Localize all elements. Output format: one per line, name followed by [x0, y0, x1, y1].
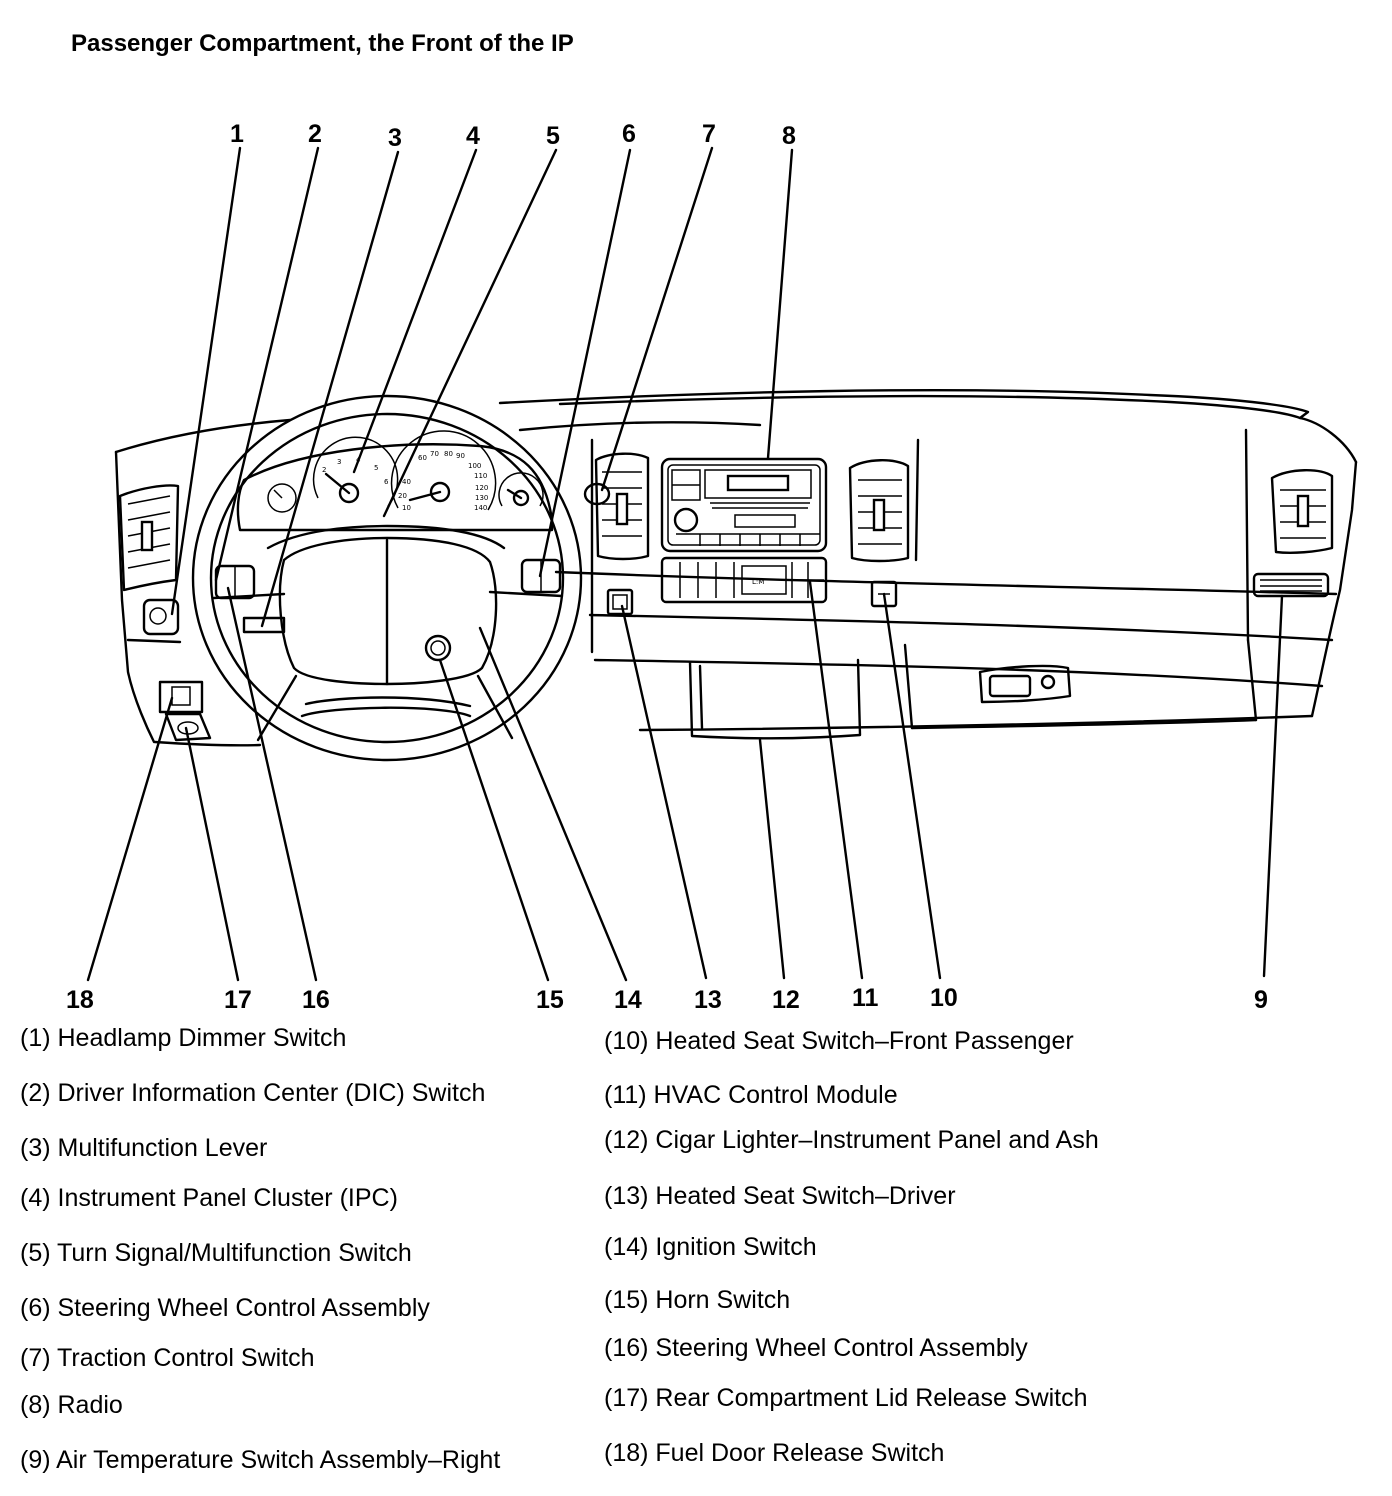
leader-lines — [86, 146, 1284, 982]
right-center-vent — [848, 459, 910, 563]
legend-item: (10) Heated Seat Switch–Front Passenger — [604, 1027, 1074, 1055]
tach-num: 2 — [322, 466, 326, 474]
legend-item: (8) Radio — [20, 1391, 123, 1419]
callout-number: 17 — [224, 986, 252, 1010]
speedo-num: 110 — [474, 472, 487, 480]
callout-number: 4 — [466, 122, 480, 150]
callout-number: 14 — [614, 986, 642, 1010]
heated-seat-switch-driver — [606, 588, 634, 616]
callout-number: 16 — [302, 986, 330, 1010]
callout-number: 3 — [388, 124, 402, 152]
instrument-cluster: 2 3 4 5 6 20 40 60 70 80 90 100 110 120 … — [236, 430, 554, 532]
callout-number: 6 — [622, 120, 636, 148]
legend-item: (4) Instrument Panel Cluster (IPC) — [20, 1184, 398, 1212]
air-temp-switch-right — [1252, 572, 1330, 598]
speedo-num: 70 — [430, 450, 439, 458]
hvac-module: L:M — [660, 556, 828, 604]
callout-number: 2 — [308, 120, 322, 148]
legend-item: (6) Steering Wheel Control Assembly — [20, 1294, 430, 1322]
speedo-num: 90 — [456, 452, 465, 460]
legend-item: (9) Air Temperature Switch Assembly–Righ… — [20, 1446, 501, 1474]
legend-item: (7) Traction Control Switch — [20, 1344, 315, 1372]
svg-text:L:M: L:M — [752, 578, 764, 586]
callout-number: 10 — [930, 984, 958, 1010]
fuel-door-release — [158, 680, 204, 714]
callout-number: 12 — [772, 986, 800, 1010]
headlamp-dimmer — [142, 598, 180, 636]
speedo-num: 120 — [475, 484, 488, 492]
legend-item: (13) Heated Seat Switch–Driver — [604, 1182, 956, 1210]
tach-num: 3 — [337, 458, 341, 466]
callout-number: 7 — [702, 120, 716, 148]
left-vent — [118, 484, 180, 592]
legend-item: (3) Multifunction Lever — [20, 1134, 268, 1162]
steering-wheel — [191, 394, 611, 762]
callout-number: 13 — [694, 986, 722, 1010]
legend-item: (17) Rear Compartment Lid Release Switch — [604, 1384, 1088, 1412]
legend-item: (12) Cigar Lighter–Instrument Panel and … — [604, 1126, 1099, 1154]
tach-num: 6 — [384, 478, 389, 486]
speedo-num: 60 — [418, 454, 427, 462]
speedo-num: 100 — [468, 462, 481, 470]
callout-number: 8 — [782, 122, 796, 150]
speedo-num: 130 — [475, 494, 488, 502]
legend-item: (2) Driver Information Center (DIC) Swit… — [20, 1079, 486, 1107]
callout-number: 15 — [536, 986, 564, 1010]
callout-number: 11 — [852, 984, 879, 1010]
speedo-num: 40 — [402, 478, 411, 486]
page-title: Passenger Compartment, the Front of the … — [71, 30, 574, 57]
left-center-vent — [594, 452, 650, 561]
legend-item: (18) Fuel Door Release Switch — [604, 1439, 945, 1467]
speedo-num: 20 — [398, 492, 407, 500]
legend-item: (11) HVAC Control Module — [604, 1081, 898, 1109]
radio-unit — [660, 457, 828, 553]
legend-item: (5) Turn Signal/Multifunction Switch — [20, 1239, 412, 1267]
dash-outline — [114, 388, 1358, 747]
legend-item: (1) Headlamp Dimmer Switch — [20, 1024, 347, 1052]
legend-item: (16) Steering Wheel Control Assembly — [604, 1334, 1028, 1362]
right-vent — [1270, 469, 1334, 554]
tach-num: 5 — [374, 464, 378, 472]
speedo-num: 10 — [402, 504, 411, 512]
callout-number: 1 — [230, 120, 244, 148]
legend-item: (14) Ignition Switch — [604, 1233, 817, 1261]
callout-number: 18 — [66, 986, 94, 1010]
callout-number: 9 — [1254, 986, 1268, 1010]
callout-numbers: 1 2 3 4 5 6 7 8 9 10 11 12 13 14 15 16 1… — [66, 120, 1268, 1010]
dashboard-illustration: L:M 2 3 4 5 6 20 — [66, 120, 1358, 1010]
heated-seat-switch-passenger — [870, 580, 898, 608]
callout-number: 5 — [546, 122, 560, 150]
speedo-num: 80 — [444, 450, 453, 458]
speedo-num: 140 — [474, 504, 487, 512]
legend-item: (15) Horn Switch — [604, 1286, 791, 1314]
